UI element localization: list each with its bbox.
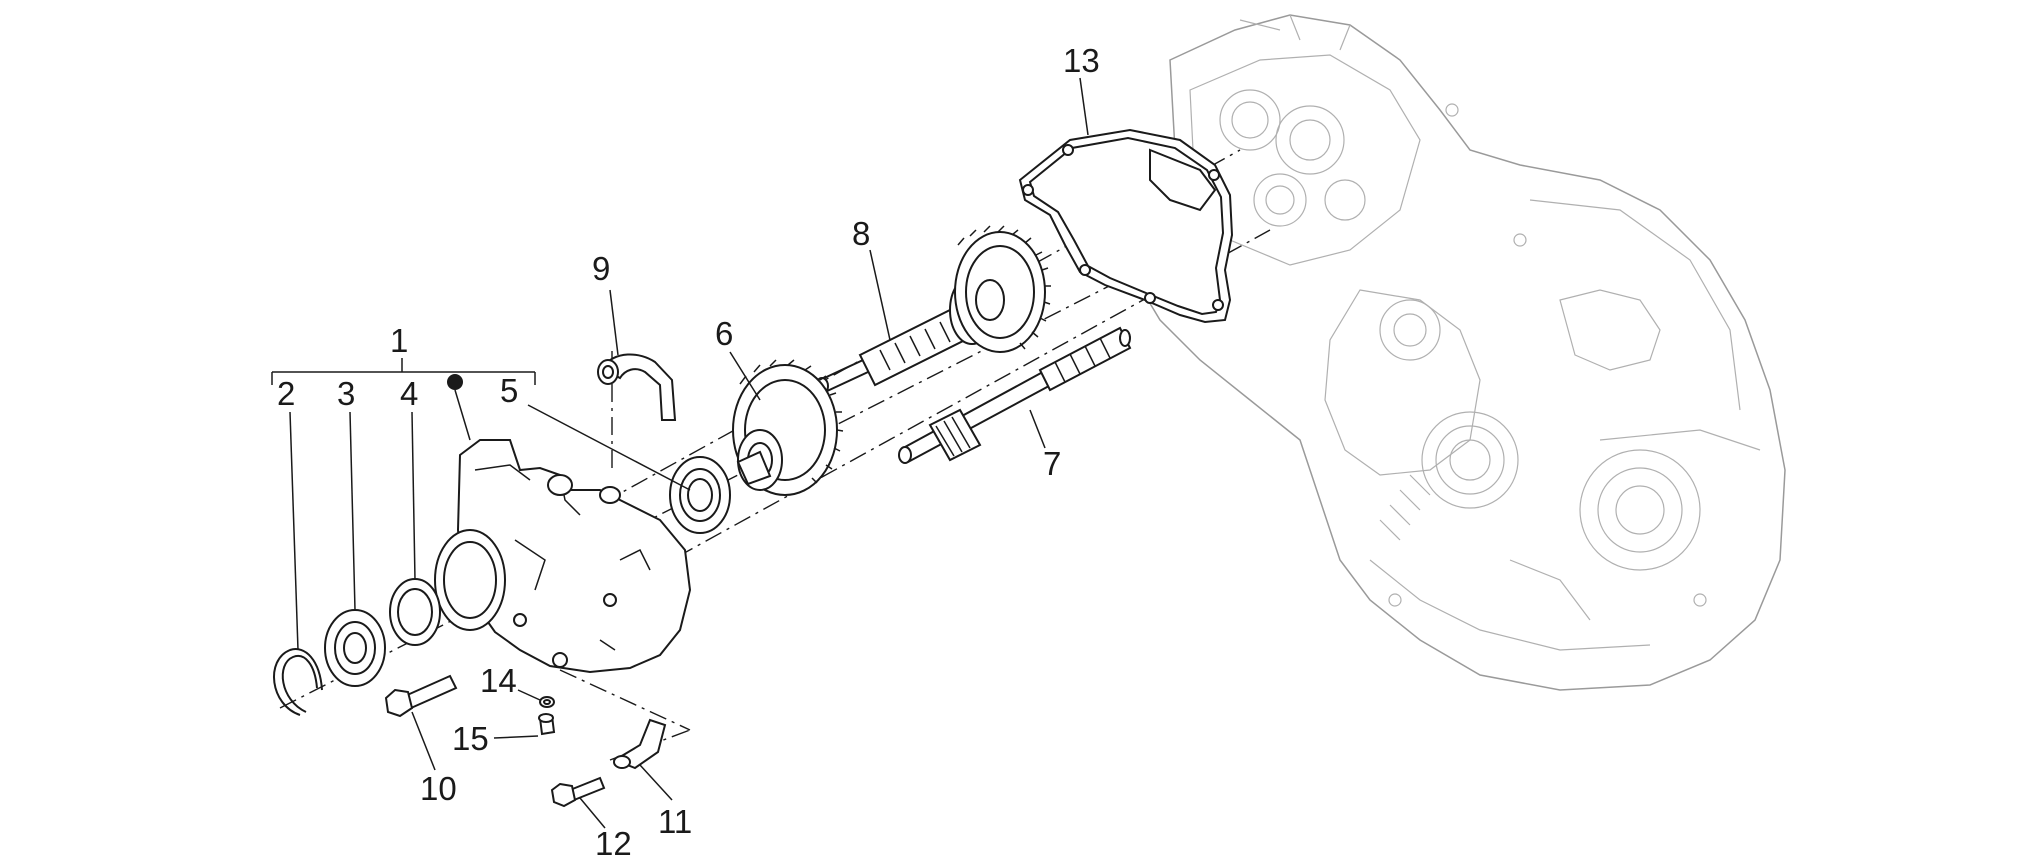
callout-labels: 1 2 3 4 5 6 7 8 9 10 11 12 13 14 15: [277, 42, 1100, 855]
callout-4: 4: [400, 375, 418, 412]
clamp-11: [612, 718, 667, 770]
callout-6: 6: [715, 315, 733, 352]
leader-lines: [271, 77, 1089, 829]
callout-15: 15: [452, 720, 489, 757]
callout-10: 10: [420, 770, 457, 807]
hose-9: [597, 353, 677, 421]
callout-5: 5: [500, 372, 518, 409]
black-dot-marker: [447, 374, 463, 390]
callout-1: 1: [390, 322, 408, 359]
transmission-cover-1: [434, 374, 692, 674]
circlip-2: [273, 648, 323, 716]
shaft-pinion-7: [898, 326, 1132, 464]
plug-screw-15: [538, 713, 556, 736]
oil-seal-4: [389, 578, 441, 646]
callout-11: 11: [658, 803, 692, 840]
screw-10: [384, 674, 458, 718]
callout-3: 3: [337, 375, 355, 412]
callout-7: 7: [1043, 445, 1061, 482]
callout-13: 13: [1063, 42, 1100, 79]
bearing-5: [669, 456, 731, 534]
screw-12: [550, 776, 606, 808]
callout-2: 2: [277, 375, 295, 412]
bearing-3: [324, 609, 386, 687]
gear-6: [732, 359, 844, 496]
crankcase-housing: [1129, 14, 1786, 691]
callout-9: 9: [592, 250, 610, 287]
callout-14: 14: [480, 662, 517, 699]
callout-12: 12: [595, 825, 632, 855]
callout-8: 8: [852, 215, 870, 252]
washer-14: [539, 696, 555, 708]
shaft-gear-8: [815, 225, 1051, 395]
gasket-13: [1018, 128, 1234, 324]
